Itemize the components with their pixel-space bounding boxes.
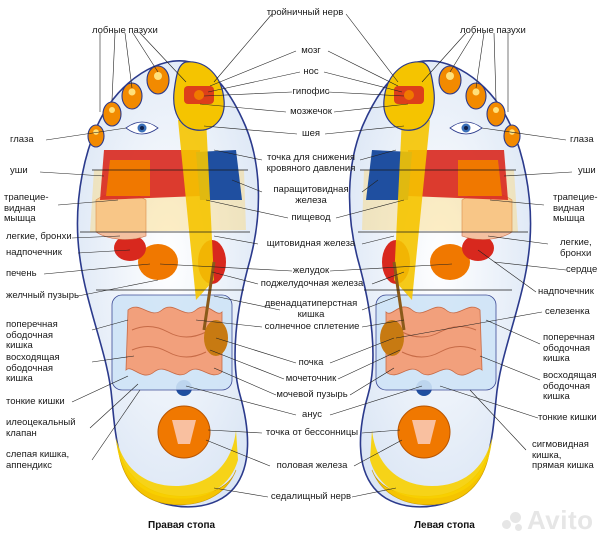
label-kidney: почка [298,357,324,368]
label-ureter: мочеточник [285,373,337,384]
label-frontal-sinuses-left: лобные пазухи [92,25,158,36]
right-foot-title: Правая стопа [148,520,216,531]
label-nose: нос [303,66,319,77]
label-gallbladder: желчный пузырь [6,290,79,301]
label-frontal-sinuses-right: лобные пазухи [460,25,526,36]
label-lungs-right: легкие,бронхи [560,237,592,259]
avito-watermark: Avito [502,505,594,536]
label-eyes-left: глаза [10,134,34,145]
label-neck: шея [301,128,321,139]
label-small-intestine-left: тонкие кишки [6,396,65,407]
label-ears-left: уши [10,165,28,176]
label-gonad: половая железа [276,460,348,471]
label-adrenal-right: надпочечник [538,286,594,297]
watermark-text: Avito [527,505,594,535]
label-cerebellum: мозжечок [290,106,332,117]
left-foot-title: Левая стопа [414,520,475,531]
label-esophagus: пищевод [291,212,331,223]
label-heart: сердце [566,264,598,275]
label-brain: мозг [301,45,321,56]
label-stomach: желудок [292,265,330,276]
label-trigeminal-nerve: тройничный нерв [266,7,344,18]
label-pancreas: поджелудочная железа [260,278,364,289]
label-liver: печень [6,268,37,279]
label-ears-right: уши [578,165,596,176]
label-eyes-right: глаза [570,134,594,145]
label-cecum-appendix: слепая кишка,аппендикс [6,449,70,471]
label-anus: анус [302,409,322,420]
label-thyroid: щитовидная железа [266,238,356,249]
label-adrenal-left: надпочечник [6,247,62,258]
label-bladder: мочевой пузырь [276,389,348,400]
avito-logo-icon [502,510,524,532]
label-insomnia-point: точка от бессонницы [265,427,359,438]
label-sciatic-nerve: седалищный нерв [270,491,352,502]
label-small-intestine-right: тонкие кишки [538,412,597,423]
label-lungs-left: легкие, бронхи [6,231,72,242]
label-pituitary: гипофис [292,86,330,97]
label-spleen: селезенка [545,306,590,317]
right-foot-map [75,59,260,509]
left-foot-map [348,59,533,509]
label-solar-plexus: солнечное сплетение [264,321,360,332]
leader-lines [39,13,573,498]
